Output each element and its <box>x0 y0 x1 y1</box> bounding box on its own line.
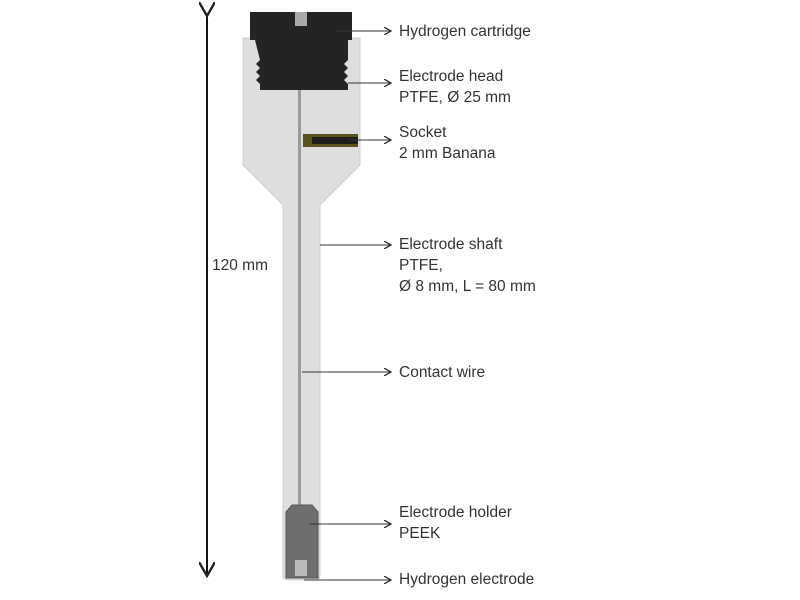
label-socket: Socket 2 mm Banana <box>399 122 496 164</box>
cartridge-slot <box>295 12 307 26</box>
label-line: Ø 8 mm, L = 80 mm <box>399 278 536 295</box>
label-line: Electrode shaft <box>399 236 503 253</box>
label-line: Contact wire <box>399 364 486 381</box>
electrode-body <box>242 37 361 581</box>
label-line: 2 mm Banana <box>399 145 496 162</box>
label-line: Hydrogen electrode <box>399 571 535 588</box>
cartridge-thread <box>255 40 348 90</box>
electrode-holder <box>285 504 319 579</box>
label-contact-wire: Contact wire <box>399 362 485 383</box>
dimension-label: 120 mm <box>212 257 268 274</box>
label-line: PTFE, Ø 25 mm <box>399 89 511 106</box>
contact-wire <box>298 90 301 510</box>
hydrogen-electrode <box>295 560 307 576</box>
label-line: Electrode holder <box>399 504 512 521</box>
label-line: PEEK <box>399 525 441 542</box>
label-line: Hydrogen cartridge <box>399 23 531 40</box>
label-line: Electrode head <box>399 68 504 85</box>
label-hydrogen-cartridge: Hydrogen cartridge <box>399 21 531 42</box>
socket-hole <box>312 137 358 144</box>
label-line: PTFE, <box>399 257 443 274</box>
label-hydrogen-electrode: Hydrogen electrode <box>399 569 534 590</box>
label-line: Socket <box>399 124 447 141</box>
